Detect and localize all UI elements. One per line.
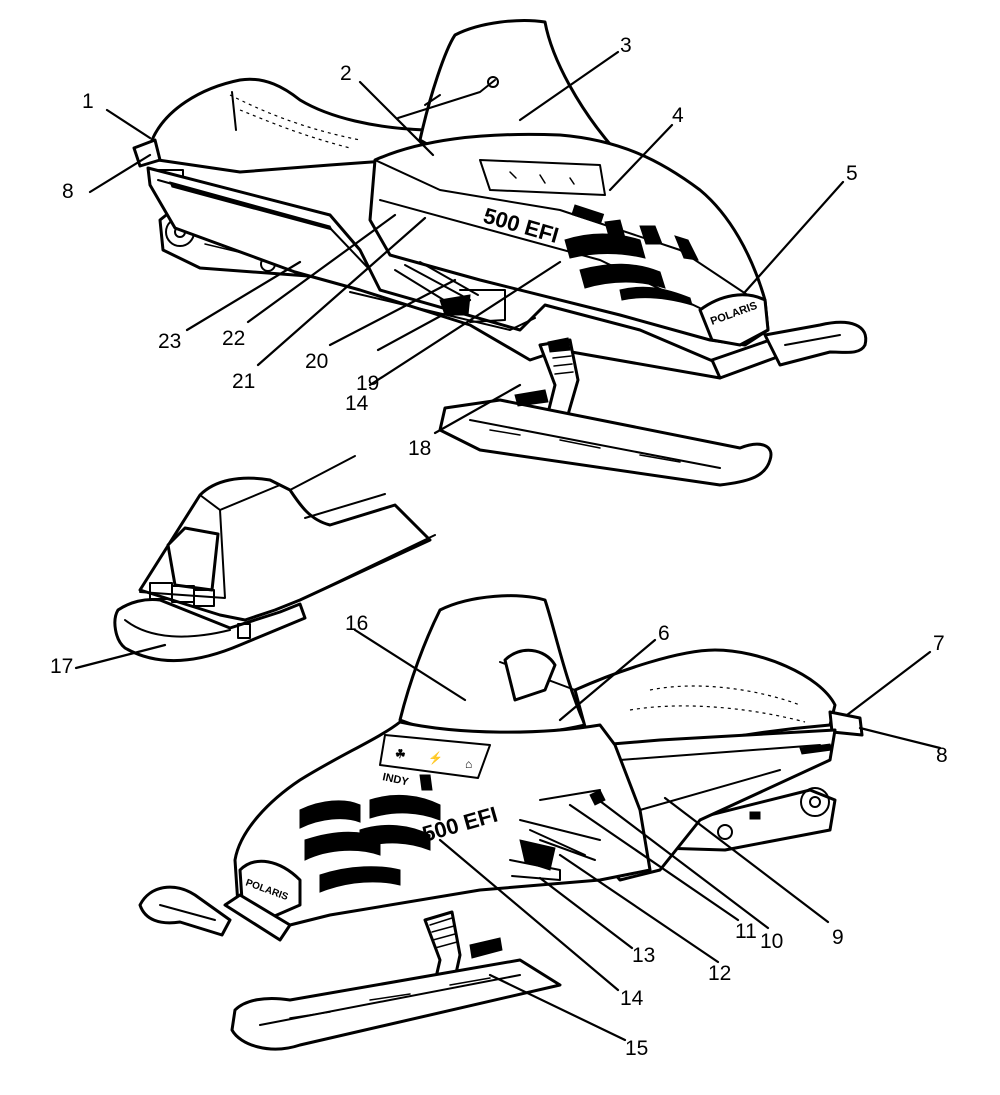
- side-panel-bottom: [588, 728, 837, 882]
- rear-track-bottom: [648, 787, 837, 852]
- callout-4: 4: [672, 104, 684, 127]
- handlebar-top: [397, 76, 499, 119]
- windshield-bottom: [398, 594, 587, 738]
- callout-21: 21: [232, 370, 255, 393]
- spindle-top: [538, 337, 580, 427]
- callout-2: 2: [340, 62, 352, 85]
- callout-1: 1: [82, 90, 94, 113]
- callout-12: 12: [708, 962, 731, 985]
- seat-top: [150, 77, 442, 174]
- snowmobile-top-view: POLARIS 500 EFI: [132, 19, 868, 487]
- svg-text:☘: ☘: [395, 747, 406, 761]
- callout-19: 19: [356, 372, 379, 395]
- leader-lines: [74, 50, 942, 1042]
- rear-chassis-detail: [113, 455, 436, 663]
- ski-bottom: [230, 958, 562, 1051]
- callout-13: 13: [632, 944, 655, 967]
- brand-decal-top: [571, 204, 605, 225]
- ski-front-bottom: [138, 885, 232, 937]
- callout-labels: 1 2 3 4 5 8 23 22 21 20 19 14 18 17 16 6…: [50, 34, 948, 1060]
- callout-14-bottom: 14: [620, 987, 644, 1010]
- callout-18: 18: [408, 437, 431, 460]
- callout-5: 5: [846, 162, 858, 185]
- ski-right-top: [763, 320, 868, 367]
- callout-7: 7: [933, 632, 945, 655]
- callout-10: 10: [760, 930, 783, 953]
- callout-20: 20: [305, 350, 328, 373]
- callout-14-top: 14: [345, 392, 369, 415]
- svg-text:INDY: INDY: [381, 771, 410, 788]
- snowmobile-bottom-view: ☘ ⚡ ⌂ INDY POLARIS 500 EFI: [138, 594, 864, 1051]
- side-vents-top: [394, 261, 506, 323]
- hood-bottom: ☘ ⚡ ⌂ INDY POLARIS: [223, 720, 652, 942]
- callout-15: 15: [625, 1037, 648, 1060]
- hood-top: POLARIS: [368, 132, 782, 380]
- callout-17: 17: [50, 655, 73, 678]
- svg-text:⌂: ⌂: [465, 757, 472, 771]
- ski-left-top: [438, 389, 773, 487]
- side-vents-bottom: [509, 789, 606, 881]
- callout-22: 22: [222, 327, 245, 350]
- callout-6: 6: [658, 622, 670, 645]
- callout-8-bottom: 8: [936, 744, 948, 767]
- svg-text:⚡: ⚡: [428, 751, 443, 765]
- callout-16: 16: [345, 612, 368, 635]
- callout-3: 3: [620, 34, 632, 57]
- callout-8-top: 8: [62, 180, 74, 203]
- callout-23: 23: [158, 330, 181, 353]
- callout-11: 11: [735, 920, 757, 943]
- callout-9: 9: [832, 926, 844, 949]
